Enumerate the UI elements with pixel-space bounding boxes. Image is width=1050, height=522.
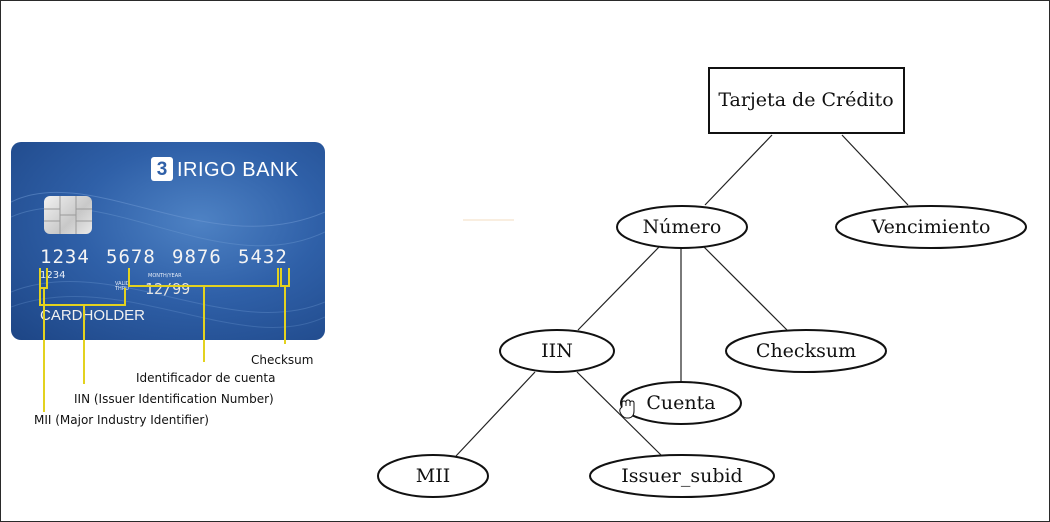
edge-iin-issuer-subid (576, 371, 663, 457)
hand-cursor-icon (619, 399, 635, 419)
node-vencimiento-ellipse (835, 205, 1027, 249)
card-number-group-2: 5678 (106, 246, 156, 268)
cardholder-label: CARDHOLDER (40, 307, 146, 324)
chip-icon (44, 196, 92, 234)
node-issuer-subid-ellipse (589, 454, 775, 498)
node-root-box (708, 67, 905, 134)
node-vencimiento-label: Vencimiento (871, 216, 991, 238)
edge-root-vencimiento (841, 134, 909, 206)
node-numero-ellipse (616, 205, 748, 249)
node-cuenta-ellipse (620, 381, 742, 425)
card-expiry: 12/99 (145, 280, 191, 298)
edge-root-numero (704, 134, 773, 206)
card-small-number: 1234 (40, 270, 66, 281)
valid-thru-label: VALID THRU (115, 281, 130, 292)
node-checksum-label: Checksum (755, 340, 857, 362)
mii-annotation: MII (Major Industry Identifier) (34, 413, 209, 427)
node-checksum-ellipse (725, 329, 887, 373)
node-iin-ellipse (499, 329, 615, 373)
node-iin-label: IIN (541, 340, 573, 362)
card-number-group-4: 5432 (238, 246, 288, 268)
node-mii-label: MII (415, 465, 451, 487)
node-cuenta-label: Cuenta (646, 392, 716, 414)
month-year-label: MONTH/YEAR (148, 273, 182, 279)
edge-iin-mii (455, 371, 536, 457)
card-number-group-1: 1234 (40, 246, 90, 268)
chip-contacts (44, 196, 92, 234)
iin-annotation: IIN (Issuer Identification Number) (74, 392, 274, 406)
bank-name: IRIGO BANK (177, 159, 299, 181)
credit-card-illustration: 3 IRIGO BANK 1234 5678 9876 5432 1234 MO… (11, 142, 325, 340)
node-issuer-subid-label: Issuer_subid (621, 465, 743, 487)
edge-numero-iin (577, 245, 661, 331)
node-root-label: Tarjeta de Crédito (718, 89, 894, 111)
card-number-group-3: 9876 (172, 246, 222, 268)
checksum-annotation: Checksum (251, 353, 314, 367)
node-numero-label: Número (642, 216, 722, 238)
account-annotation: Identificador de cuenta (136, 371, 276, 385)
node-mii-ellipse (377, 454, 489, 498)
iin-bracket (39, 288, 126, 306)
edge-numero-checksum (702, 245, 788, 331)
bank-logo-icon: 3 (151, 157, 173, 181)
